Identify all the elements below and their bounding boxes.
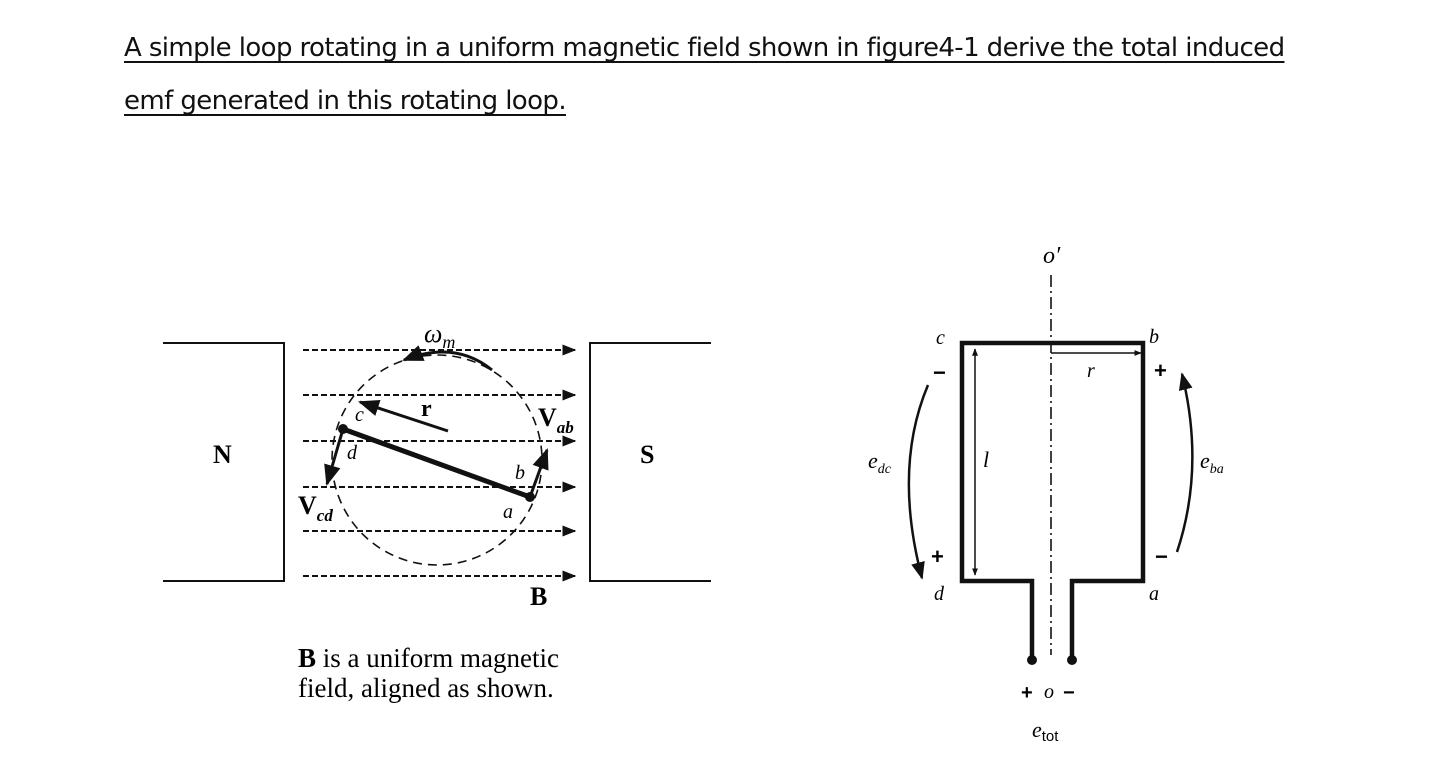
loop-bar (342, 426, 531, 500)
right-corner-c: c (936, 327, 945, 349)
radius-arrow (358, 399, 449, 433)
terminal-right (1067, 655, 1077, 665)
velocity-ab-label: Vab (538, 403, 574, 437)
rotation-circle (331, 354, 543, 566)
axis-top-label: o′ (1043, 243, 1061, 269)
sign-plus-b: + (1154, 358, 1167, 383)
loop-outline (959, 340, 1146, 657)
velocity-ab-arrow (528, 448, 549, 498)
caption-line-1: B is a uniform magnetic (298, 643, 559, 673)
right-corner-a: a (1149, 583, 1159, 605)
question-line-2: emf generated in this rotating loop. (124, 86, 567, 116)
left-corner-d: d (347, 442, 358, 464)
terminal-minus: − (1063, 682, 1075, 704)
left-corner-b: b (515, 462, 525, 484)
field-label: B (530, 582, 547, 611)
terminal-o: o (1044, 681, 1054, 703)
sign-minus-a: − (1155, 544, 1168, 569)
terminal-left (1027, 655, 1037, 665)
radius-label-right: r (1087, 360, 1095, 382)
question-text: A simple loop rotating in a uniform magn… (124, 22, 1324, 128)
right-corner-d: d (934, 583, 945, 605)
left-corner-c: c (355, 404, 364, 426)
field-lines (303, 344, 577, 582)
length-label: l (983, 447, 989, 472)
velocity-cd-arrow (324, 428, 345, 487)
right-figure: o′ r l c b d a − + + − edc eba + (868, 243, 1224, 745)
emf-total-label: etot (1032, 717, 1059, 745)
emf-dc-arrow (907, 384, 930, 580)
omega-label: ωm (424, 319, 455, 352)
emf-ba-arrow (1175, 372, 1194, 553)
radius-label: r (421, 396, 432, 422)
emf-dc-label: edc (868, 448, 892, 477)
south-pole (589, 342, 711, 582)
left-figure: N S ωm r Vab Vc (163, 319, 711, 703)
south-label: S (640, 440, 654, 469)
left-corner-a: a (503, 501, 513, 523)
rotation-arrow (402, 345, 493, 372)
north-pole (163, 342, 285, 582)
caption-line-2: field, aligned as shown. (298, 673, 554, 703)
terminal-plus: + (1021, 682, 1033, 704)
north-label: N (213, 440, 232, 469)
sign-plus-d: + (931, 544, 944, 569)
question-line-1: A simple loop rotating in a uniform magn… (124, 33, 1285, 63)
velocity-cd-label: Vcd (298, 491, 333, 525)
right-corner-b: b (1149, 326, 1159, 348)
emf-ba-label: eba (1200, 448, 1224, 477)
sign-minus-c: − (933, 360, 946, 385)
